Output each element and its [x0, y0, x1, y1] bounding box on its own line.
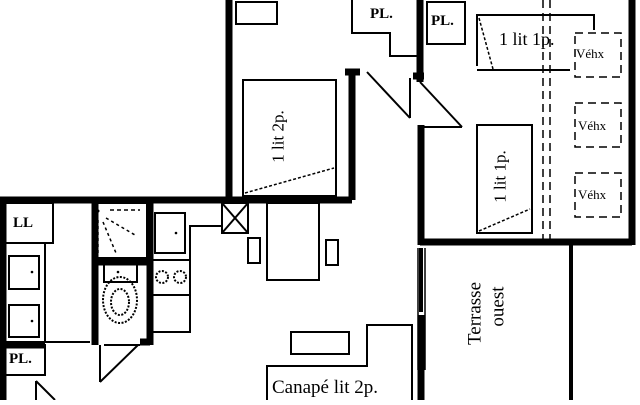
closet-label-top-right: PL.	[431, 13, 454, 29]
skylight-label-2: Véhx	[578, 118, 607, 133]
shelf	[235, 1, 278, 25]
terrace-label-line1: Terrasse	[464, 281, 486, 346]
sofa-bed-label: Canapé lit 2p.	[272, 377, 379, 398]
closet-label-top-middle: PL.	[370, 6, 393, 22]
bed-label-top-right: 1 lit 1p.	[499, 29, 555, 49]
bed-label-right: 1 lit 1p.	[490, 150, 510, 203]
laundry-label: LL	[13, 215, 34, 231]
skylight-label-3: Véhx	[578, 187, 607, 202]
bed-label-bedroom-1: 1 lit 2p.	[268, 110, 288, 163]
terrace-label-line2: ouest	[487, 286, 509, 327]
skylight-label-1: Véhx	[576, 46, 605, 61]
closet-label-bottom-left: PL.	[9, 351, 32, 367]
